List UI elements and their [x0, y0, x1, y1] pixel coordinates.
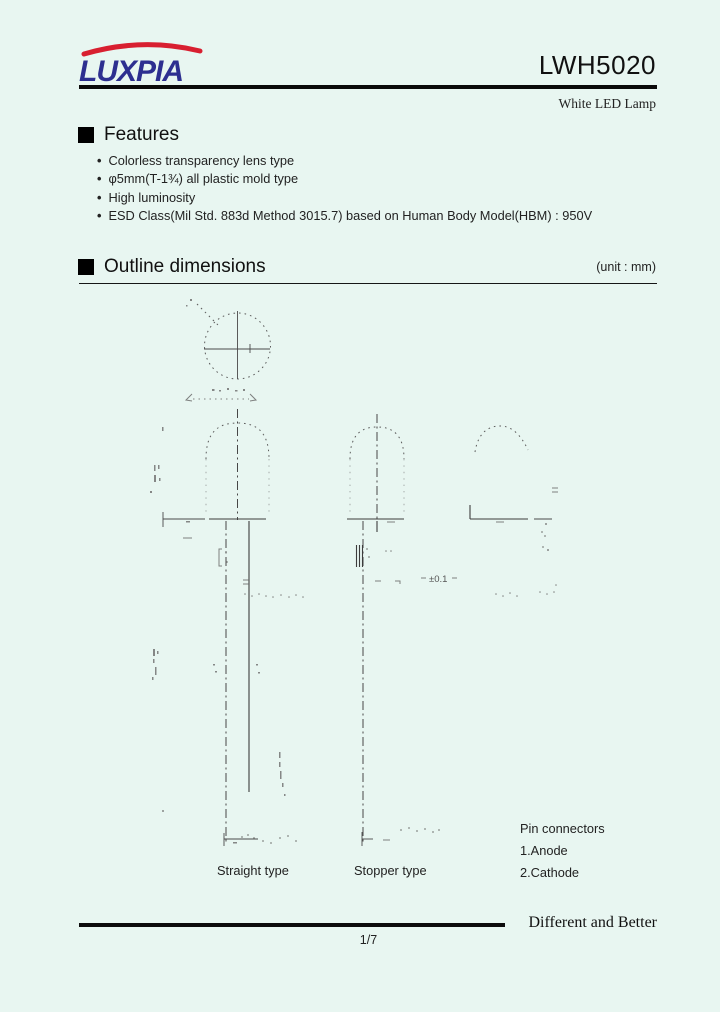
brand-name: LUXPIA	[79, 55, 183, 86]
stopper-type-label: Stopper type	[354, 863, 427, 878]
pin-cathode-label: 2.Cathode	[520, 864, 580, 880]
feature-item: φ5mm(T-1¾) all plastic mold type	[97, 170, 592, 188]
company-tagline: Different and Better	[528, 914, 657, 931]
stopper-type-view	[243, 414, 440, 846]
feature-item: ESD Class(Mil Std. 883d Method 3015.7) b…	[97, 207, 592, 225]
tolerance-label: ±0.1	[429, 574, 447, 585]
outline-rule	[79, 283, 657, 285]
top-view-dimension	[184, 388, 258, 402]
page-number: 1/7	[359, 933, 378, 947]
side-view	[469, 425, 558, 597]
page-title: LWH5020	[538, 50, 656, 80]
features-list: Colorless transparency lens type φ5mm(T-…	[97, 152, 592, 226]
section-marker-icon	[78, 259, 94, 275]
logo-swoosh-icon	[81, 42, 203, 57]
header-rule	[79, 85, 657, 89]
outline-drawing: ±0.1	[150, 299, 558, 846]
pin-connectors-title: Pin connectors	[520, 821, 605, 836]
outline-section-heading: Outline dimensions	[78, 256, 266, 278]
top-view	[186, 299, 271, 380]
outline-heading-label: Outline dimensions	[104, 256, 266, 277]
pin-connectors-block: Pin connectors 1.Anode 2.Cathode	[520, 818, 605, 883]
straight-type-label: Straight type	[217, 863, 289, 878]
pin-anode-label: 1.Anode	[520, 842, 568, 858]
brand-logo: LUXPIA	[78, 38, 210, 88]
feature-item: Colorless transparency lens type	[97, 152, 592, 170]
doc-subtitle: White LED Lamp	[558, 96, 656, 111]
straight-type-view	[162, 409, 304, 846]
tolerance-annotation: ±0.1	[421, 574, 457, 585]
footer-rule	[79, 923, 505, 927]
feature-item: High luminosity	[97, 189, 592, 207]
unit-note: (unit : mm)	[596, 260, 656, 274]
section-marker-icon	[78, 127, 94, 143]
features-heading-label: Features	[104, 124, 179, 145]
features-section-heading: Features	[78, 124, 179, 146]
left-dimension-marks	[150, 427, 164, 812]
luxpia-logo-icon: LUXPIA	[79, 42, 203, 88]
